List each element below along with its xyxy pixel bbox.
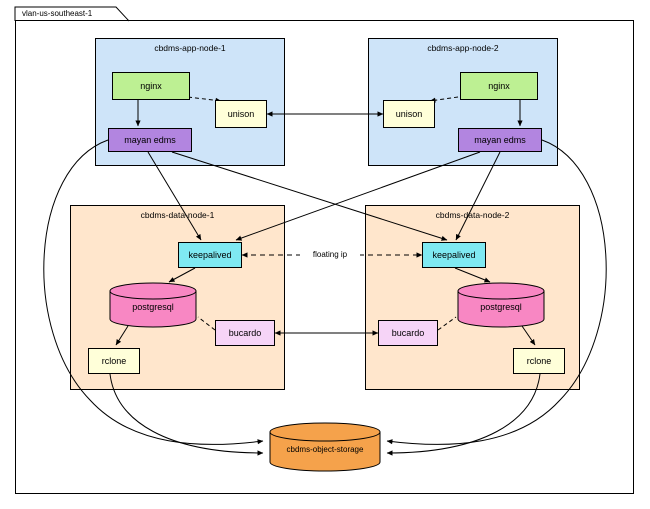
- edge-mayan2-keepalived1: [235, 151, 481, 241]
- node-keepalived-1[interactable]: keepalived: [178, 242, 242, 268]
- postgresql-cylinder-1[interactable]: [109, 290, 197, 328]
- node-bucardo-2[interactable]: bucardo: [378, 320, 438, 346]
- object-storage-cylinder[interactable]: [269, 431, 381, 472]
- edge-postgresql2-rclone2: [521, 325, 536, 346]
- edge-mayan2-storage: [386, 139, 607, 445]
- edge-mayan2-keepalived2: [455, 151, 501, 241]
- edge-bucardo1-postgresql1: [197, 316, 216, 331]
- vlan-tab-label: vlan-us-southeast-1: [22, 9, 93, 18]
- object-storage-label: cbdms-object-storage: [286, 445, 364, 454]
- edge-keepalived1-postgresql1: [168, 267, 196, 283]
- group-app-node-1-title: cbdms-app-node-1: [154, 43, 226, 53]
- node-unison-1[interactable]: unison: [215, 100, 267, 128]
- vlan-tab-shape: [14, 6, 130, 22]
- group-data-node-1-title: cbdms-data-node-1: [140, 210, 215, 220]
- edge-mayan1-keepalived2: [171, 151, 448, 241]
- object-storage-cylinder-top[interactable]: [269, 422, 381, 442]
- edge-nginx1-unison1: [187, 96, 222, 103]
- node-nginx-2[interactable]: nginx: [460, 72, 538, 100]
- edge-bucardo2-postgresql2: [437, 316, 457, 331]
- node-keepalived-2[interactable]: keepalived: [422, 242, 486, 268]
- postgresql-cylinder-2-top[interactable]: [457, 282, 545, 300]
- node-nginx-1[interactable]: nginx: [112, 72, 190, 100]
- node-rclone-1[interactable]: rclone: [88, 348, 140, 374]
- vlan-boundary[interactable]: [15, 20, 634, 494]
- edge-keepalived2-postgresql2: [454, 267, 491, 283]
- group-app-node-2-title: cbdms-app-node-2: [427, 43, 499, 53]
- node-unison-2[interactable]: unison: [383, 100, 435, 128]
- edge-mayan1-keepalived1: [147, 151, 202, 241]
- node-rclone-2[interactable]: rclone: [513, 348, 565, 374]
- postgresql-2-label: postgresql: [480, 302, 522, 312]
- edge-rclone1-storage: [109, 373, 264, 456]
- postgresql-cylinder-1-top[interactable]: [109, 282, 197, 300]
- node-mayan-edms-1[interactable]: mayan edms: [108, 128, 192, 152]
- edge-mayan1-storage: [43, 139, 264, 445]
- group-data-node-2-title: cbdms-data-node-2: [435, 210, 510, 220]
- edge-postgresql1-rclone1: [115, 325, 129, 346]
- floating-ip-label: floating ip: [300, 249, 360, 260]
- edge-rclone2-storage: [386, 373, 541, 456]
- node-mayan-edms-2[interactable]: mayan edms: [458, 128, 542, 152]
- postgresql-cylinder-2[interactable]: [457, 290, 545, 328]
- node-bucardo-1[interactable]: bucardo: [215, 320, 275, 346]
- postgresql-1-label: postgresql: [132, 302, 174, 312]
